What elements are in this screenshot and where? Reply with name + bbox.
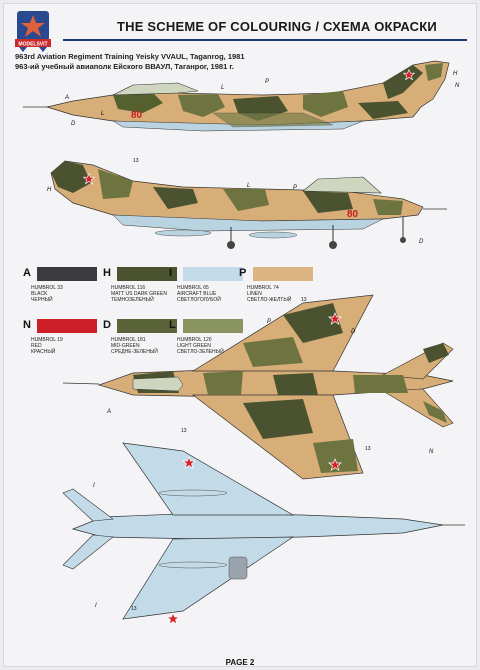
legend-item-l: L HUMBROL 120 LIGHT GREEN СВЕТЛО-ЗЕЛЕНЫЙ xyxy=(169,319,259,359)
svg-text:L: L xyxy=(247,183,250,189)
svg-text:L: L xyxy=(101,111,104,117)
instruction-page: MODELSVIT THE SCHEME OF COLOURING / СХЕМ… xyxy=(3,3,477,667)
modelsvit-logo: MODELSVIT xyxy=(15,11,51,52)
top-view xyxy=(62,294,454,480)
page-title: THE SCHEME OF COLOURING / СХЕМА ОКРАСКИ xyxy=(117,19,437,34)
legend-item-d: D HUMBROL 181 MID-GREEN СРЕДНЕ-ЗЕЛЕНЫЙ xyxy=(103,319,193,359)
page-number: PAGE 2 xyxy=(225,658,255,667)
swatch-h xyxy=(117,267,177,281)
svg-text:13: 13 xyxy=(301,297,307,303)
logo-text: MODELSVIT xyxy=(18,42,47,48)
swatch-d xyxy=(117,319,177,333)
legend-item-a: A HUMBROL 33 BLACK ЧЕРНЫЙ xyxy=(23,267,113,307)
subtitle-english: 963rd Aviation Regiment Training Yeisky … xyxy=(15,52,245,61)
svg-text:P: P xyxy=(267,319,271,325)
swatch-p xyxy=(253,267,313,281)
svg-text:D: D xyxy=(351,329,356,335)
right-profile-view: 80 xyxy=(50,160,447,249)
legend-item-h: H HUMBROL 116 MATT US DARK GREEN ТЕМНОЗЕ… xyxy=(103,267,193,307)
bottom-view xyxy=(62,442,465,625)
svg-text:13: 13 xyxy=(181,428,187,434)
svg-text:D: D xyxy=(419,239,424,245)
svg-text:H: H xyxy=(47,187,52,193)
svg-text:13: 13 xyxy=(131,606,137,612)
svg-text:N: N xyxy=(429,449,434,455)
svg-text:H: H xyxy=(453,71,458,77)
svg-text:A: A xyxy=(64,95,69,101)
svg-text:I: I xyxy=(93,483,95,489)
svg-text:A: A xyxy=(106,409,111,415)
aircraft-drawings: 80 80 xyxy=(23,60,465,625)
side-number-right: 80 xyxy=(347,209,359,220)
svg-text:L: L xyxy=(221,85,224,91)
paint-callouts: A D L L P H N H L P D P D A N I I 13 13 … xyxy=(47,71,460,612)
svg-text:13: 13 xyxy=(365,446,371,452)
svg-text:D: D xyxy=(71,121,76,127)
swatch-l xyxy=(183,319,243,333)
svg-text:P: P xyxy=(293,185,297,191)
svg-text:P: P xyxy=(265,79,269,85)
title-bar: THE SCHEME OF COLOURING / СХЕМА ОКРАСКИ xyxy=(63,17,467,41)
legend-item-n: N HUMBROL 19 RED КРАСНЫЙ xyxy=(23,319,113,359)
svg-text:N: N xyxy=(455,83,460,89)
svg-text:13: 13 xyxy=(133,158,139,164)
side-number-left: 80 xyxy=(131,110,143,121)
subtitle-russian: 963-ий учебный авиаполк Ейского ВВАУЛ, Т… xyxy=(15,62,234,71)
swatch-i xyxy=(183,267,243,281)
left-profile-view: 80 xyxy=(23,60,450,132)
legend-item-i: I HUMBROL 65 AIRCRAFT BLUE СВЕТЛОГОЛУБОЙ xyxy=(169,267,259,307)
legend-item-p: P HUMBROL 74 LINEN СВЕТЛО-ЖЕЛТЫЙ xyxy=(239,267,329,307)
swatch-a xyxy=(37,267,97,281)
bottom-wing-star-lower xyxy=(166,612,180,625)
svg-text:I: I xyxy=(95,603,97,609)
swatch-n xyxy=(37,319,97,333)
